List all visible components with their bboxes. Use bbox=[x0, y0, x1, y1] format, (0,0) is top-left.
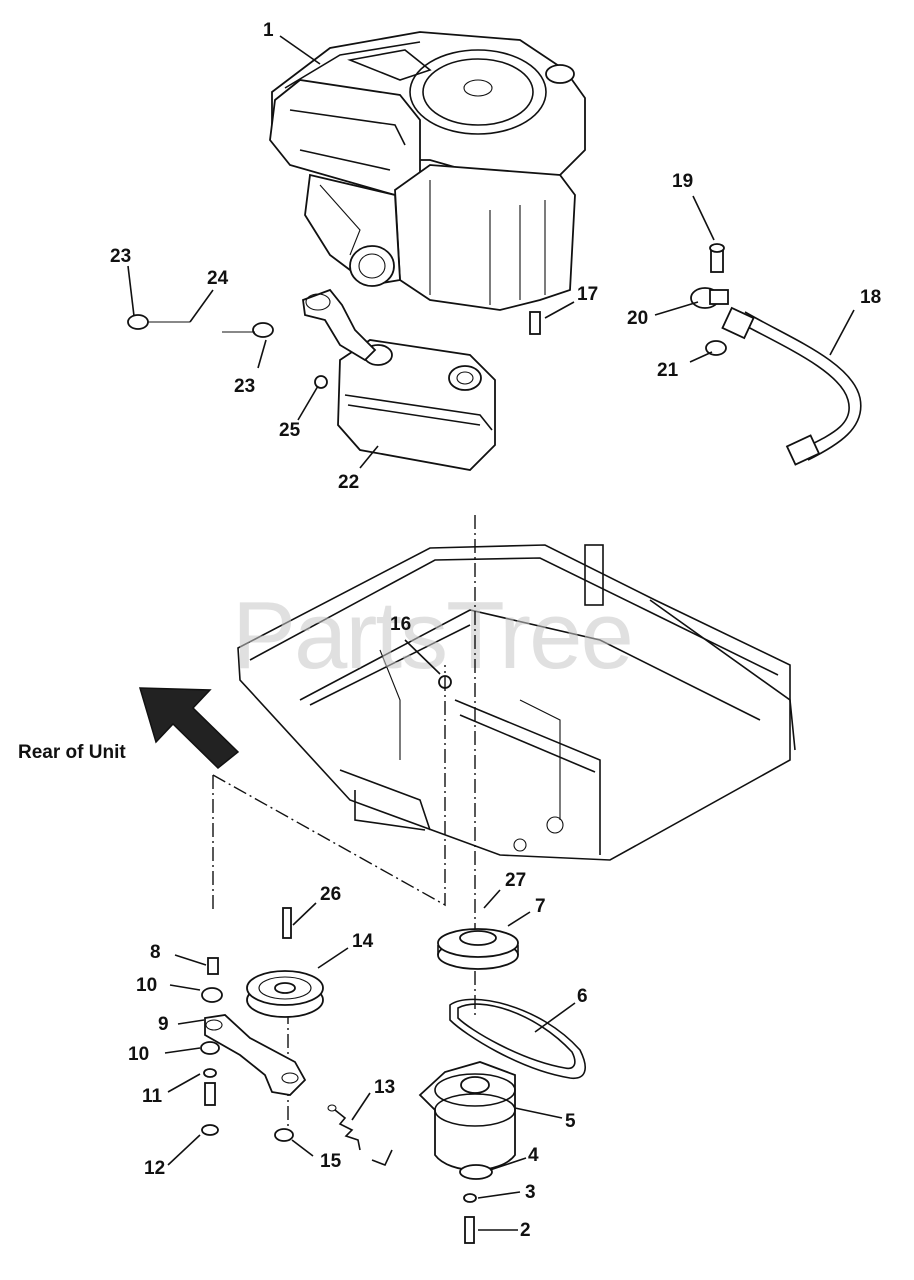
callout-6: 6 bbox=[577, 986, 588, 1007]
callout-2: 2 bbox=[520, 1220, 531, 1241]
muffler[interactable] bbox=[302, 288, 496, 471]
fuel-line[interactable] bbox=[721, 306, 862, 466]
callout-25: 25 bbox=[279, 420, 301, 441]
callout-23b: 23 bbox=[234, 376, 255, 397]
callout-19: 19 bbox=[672, 171, 693, 192]
callout-17: 17 bbox=[577, 284, 598, 305]
idler-hardware[interactable] bbox=[200, 957, 294, 1142]
idler-pulley[interactable] bbox=[246, 907, 324, 1018]
rear-of-unit-note: Rear of Unit bbox=[18, 742, 126, 763]
callout-15: 15 bbox=[320, 1151, 342, 1172]
clutch-hardware[interactable] bbox=[459, 1164, 493, 1244]
callout-26: 26 bbox=[320, 884, 341, 905]
watermark: PartsTree bbox=[232, 582, 632, 689]
callout-22: 22 bbox=[338, 472, 359, 493]
callout-9: 9 bbox=[158, 1014, 169, 1035]
callout-23a: 23 bbox=[110, 246, 131, 267]
callout-27: 27 bbox=[505, 870, 526, 891]
callout-1: 1 bbox=[263, 20, 274, 41]
callout-4: 4 bbox=[528, 1145, 539, 1166]
callout-10b: 10 bbox=[128, 1044, 149, 1065]
callout-14: 14 bbox=[352, 931, 374, 952]
callout-11: 11 bbox=[142, 1086, 163, 1107]
leader-lines bbox=[127, 35, 855, 1231]
callout-10a: 10 bbox=[136, 975, 157, 996]
pulley-7[interactable] bbox=[437, 928, 519, 970]
spring[interactable] bbox=[327, 1104, 393, 1167]
callout-16: 16 bbox=[390, 614, 411, 635]
callout-12: 12 bbox=[144, 1158, 165, 1179]
callout-24: 24 bbox=[207, 268, 229, 289]
callout-18: 18 bbox=[860, 287, 881, 308]
callout-8: 8 bbox=[150, 942, 161, 963]
belt[interactable] bbox=[449, 998, 586, 1079]
callout-13: 13 bbox=[374, 1077, 395, 1098]
idler-arm[interactable] bbox=[204, 1014, 307, 1096]
callout-21: 21 bbox=[657, 360, 679, 381]
callout-labels: 1 2 3 4 5 6 7 8 9 10 10 11 12 13 14 15 1… bbox=[110, 20, 881, 1241]
frame bbox=[237, 544, 796, 861]
callout-7: 7 bbox=[535, 896, 546, 917]
callout-3: 3 bbox=[525, 1182, 536, 1203]
fuel-fitting[interactable] bbox=[690, 243, 729, 356]
exhaust-hardware[interactable] bbox=[127, 311, 541, 389]
callout-5: 5 bbox=[565, 1111, 576, 1132]
callout-20: 20 bbox=[627, 308, 648, 329]
rear-arrow-icon bbox=[138, 687, 240, 770]
engine[interactable] bbox=[269, 31, 586, 311]
clutch[interactable] bbox=[418, 1061, 516, 1171]
